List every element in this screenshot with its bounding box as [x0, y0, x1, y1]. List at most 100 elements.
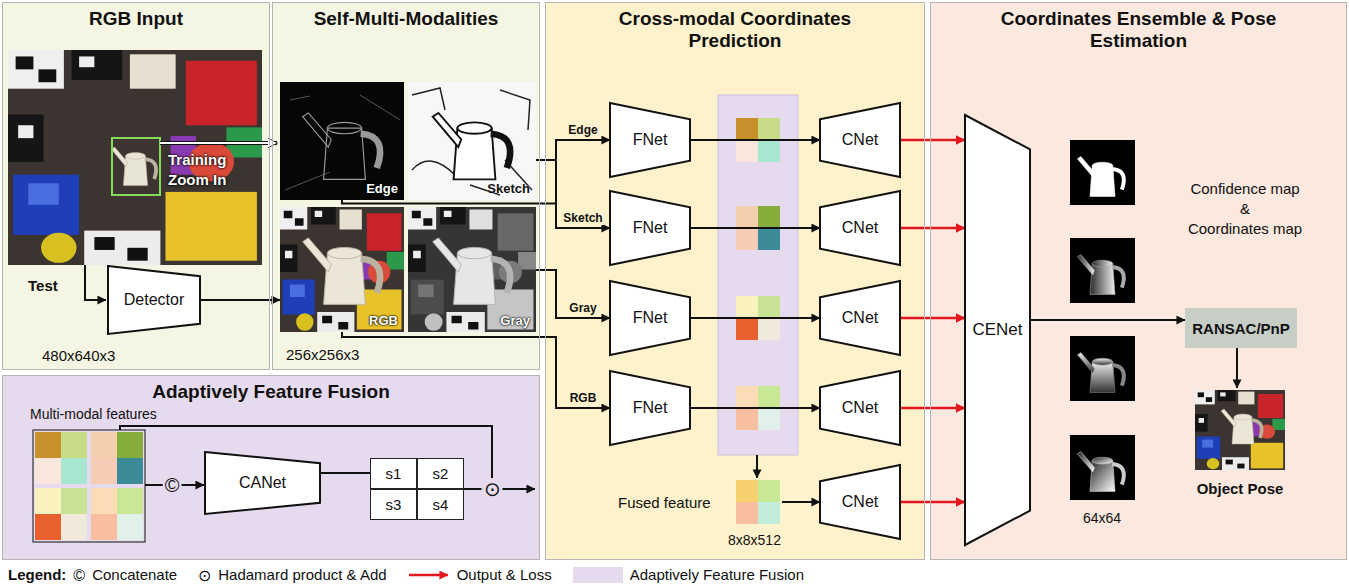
feature-network: FNet — [610, 103, 690, 177]
text-holder: FNet — [610, 191, 690, 265]
input-photo — [8, 50, 262, 265]
panel: RGB InputDetector — [2, 2, 270, 370]
text-holder: CNet — [820, 103, 900, 177]
annotation: © — [163, 474, 182, 496]
node-label: Detector — [124, 291, 184, 309]
pose-image — [1195, 390, 1285, 470]
text-holder: CNet — [820, 281, 900, 355]
block-shape — [108, 266, 200, 334]
node-label: RANSAC/PnP — [1192, 320, 1290, 337]
text-holder: FNet — [610, 281, 690, 355]
node-label: FNet — [633, 219, 668, 237]
node-label: CNet — [842, 309, 878, 327]
connector — [536, 160, 610, 228]
fused-feature: Fused feature — [600, 480, 782, 524]
connector — [200, 299, 280, 301]
annotation: & — [1240, 200, 1250, 218]
legend-arrow — [409, 574, 448, 577]
legend-text: Adaptively Feature Fusion — [630, 566, 804, 584]
block-shape — [820, 191, 900, 265]
text-holder: CANet — [205, 452, 320, 514]
text-holder: Object Pose — [1180, 480, 1300, 498]
node-label: CENet — [972, 320, 1022, 340]
panel: Coordinates Ensemble & Pose EstimationCE… — [930, 2, 1347, 560]
fusion-out-arrow — [500, 488, 535, 490]
node-label: Object Pose — [1197, 480, 1284, 497]
connector — [900, 227, 965, 230]
node-label: CNet — [842, 399, 878, 417]
node-label: s3 — [386, 496, 402, 513]
rgb-image — [280, 207, 404, 332]
connector — [690, 227, 820, 229]
text-holder: Gray — [500, 311, 530, 329]
panel-ground — [2, 2, 270, 370]
pose-result: Object Pose — [1190, 388, 1290, 498]
node-label: CNet — [842, 493, 878, 511]
fuse-arrow — [756, 455, 758, 478]
node-label: s2 — [433, 465, 449, 482]
block-shape — [610, 103, 690, 177]
text-holder: CNet — [820, 465, 900, 539]
modality-image: Gray — [408, 207, 536, 332]
node-label: s4 — [433, 496, 449, 513]
modality-image: RGB — [280, 207, 404, 332]
connector — [900, 139, 965, 142]
panel: Adaptively Feature FusionCANets1s2s3s4 — [2, 375, 540, 560]
detector-block: Detector — [108, 266, 200, 334]
score-cell: s4 — [417, 489, 464, 520]
legend-label: Legend: — [8, 566, 66, 584]
text-holder: s3 — [371, 490, 416, 519]
text-holder: RANSAC/PnP — [1185, 308, 1297, 348]
annotation: 480x640x3 — [42, 347, 115, 365]
block-shape — [610, 191, 690, 265]
feature-network: FNet — [610, 191, 690, 265]
legend-label: ⊙ — [198, 566, 211, 585]
feature-maps — [736, 118, 780, 524]
node-label: FNet — [633, 399, 668, 417]
ensemble-network: CENet — [965, 115, 1030, 545]
annotation: 8x8x512 — [728, 532, 781, 549]
modality-image: Sketch — [408, 82, 536, 200]
connector — [900, 317, 965, 320]
edge-label: Gray — [567, 301, 598, 315]
pnp-solver: RANSAC/PnP — [1185, 308, 1297, 348]
legend-swatch — [573, 567, 623, 583]
annotation: ⊙ — [482, 478, 503, 500]
modality-image: Edge — [280, 82, 404, 200]
edge-label: Edge — [566, 123, 599, 137]
panel: Self-Multi-ModalitiesEdgeSketchRGBGray — [272, 2, 540, 370]
connector — [900, 501, 965, 504]
panel-ground — [2, 375, 540, 560]
node-label: FNet — [633, 131, 668, 149]
annotation: Multi-modal features — [30, 406, 157, 423]
gray-image — [408, 207, 536, 332]
feature-network: FNet — [610, 281, 690, 355]
score-cell: s1 — [370, 458, 417, 489]
text-holder: FNet — [610, 371, 690, 445]
text-holder: Edge — [366, 179, 398, 197]
connector — [1236, 348, 1238, 388]
text-holder: Sketch — [487, 179, 530, 197]
block-shape — [610, 281, 690, 355]
text-holder: Fused feature — [618, 480, 711, 524]
block-shape — [610, 371, 690, 445]
panel-ground — [545, 2, 925, 560]
connector — [690, 139, 820, 141]
annotation: Test — [28, 277, 58, 295]
text-holder: s4 — [418, 490, 463, 519]
panel-ground — [930, 2, 1347, 560]
node-label: Edge — [366, 181, 398, 196]
text-holder: CNet — [820, 371, 900, 445]
legend: Legend:©Concatenate⊙Hadamard product & A… — [8, 566, 818, 584]
panel: Cross-modal Coordinates PredictionFNetFN… — [545, 2, 925, 560]
zoom-arrow-outline — [160, 141, 277, 145]
block-shape — [205, 452, 320, 514]
feature-network: FNet — [610, 371, 690, 445]
block-shape — [820, 281, 900, 355]
coordinate-network: CNet — [820, 191, 900, 265]
coordinate-network: CNet — [820, 281, 900, 355]
node-label: Fused feature — [618, 494, 711, 511]
annotation: Training Zoom In — [168, 150, 260, 190]
block-shape — [820, 371, 900, 445]
